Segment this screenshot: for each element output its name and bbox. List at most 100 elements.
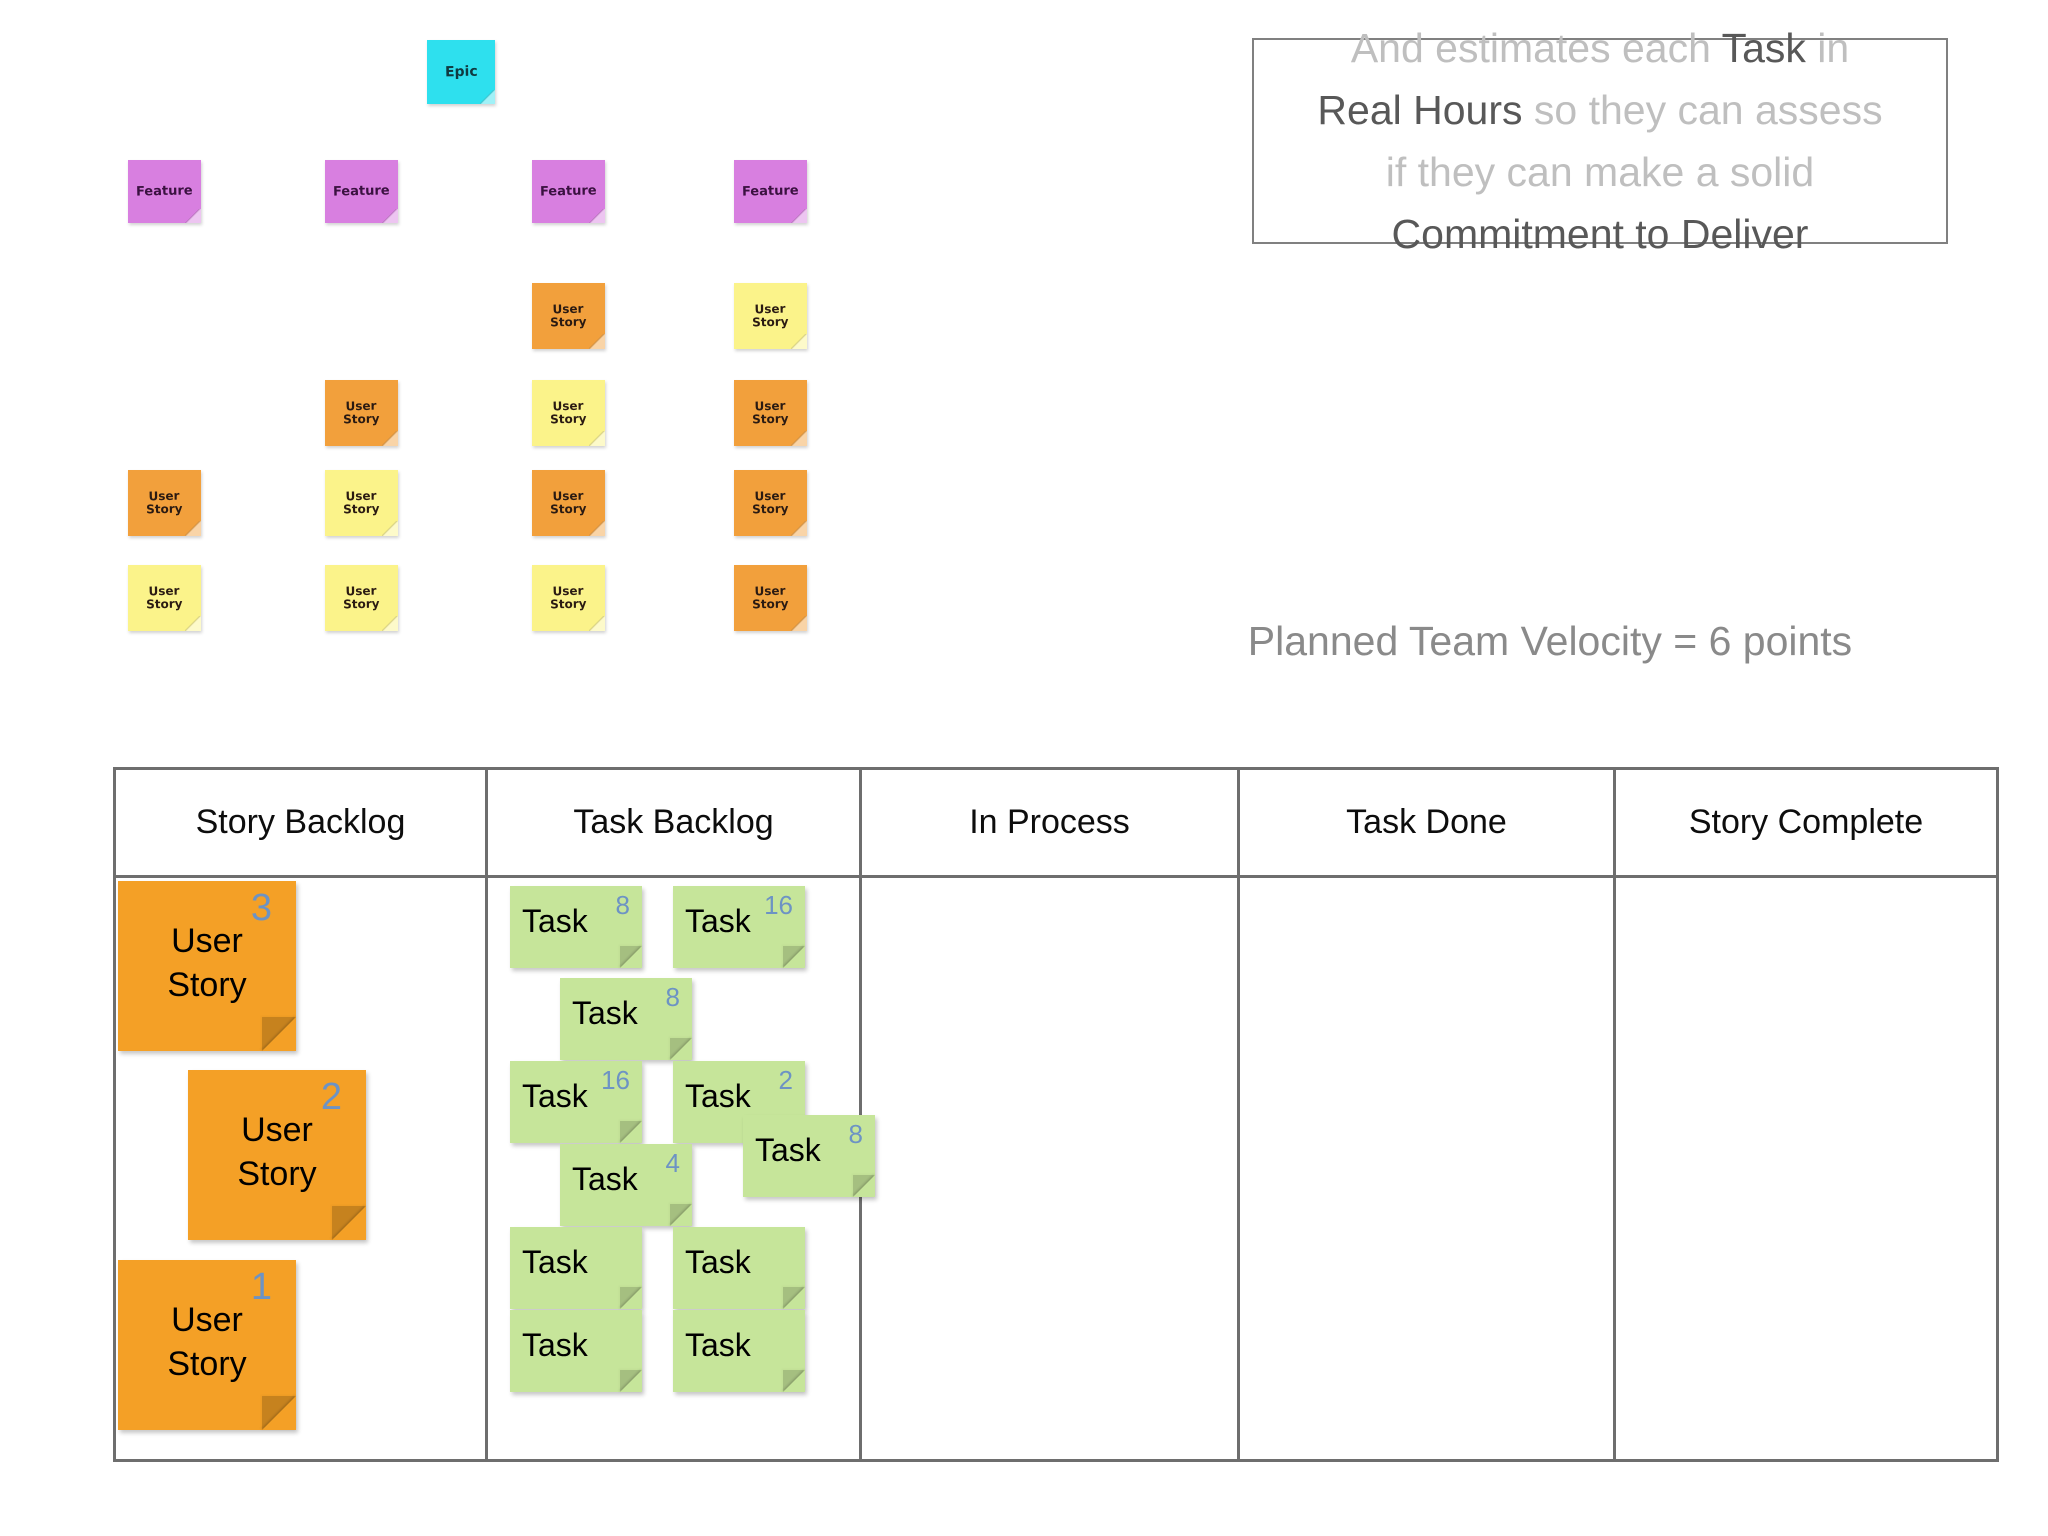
task-card-label: Task bbox=[755, 1132, 821, 1168]
sticky-user-story-6: User Story bbox=[128, 470, 201, 536]
planned-velocity-text: Planned Team Velocity = 6 points bbox=[1247, 618, 1853, 664]
sticky-epic-label: Epic bbox=[444, 63, 478, 80]
task-hours-badge: 16 bbox=[764, 890, 793, 920]
story-points-badge: 1 bbox=[250, 1266, 272, 1308]
callout-line-3: if they can make a solid bbox=[1386, 141, 1814, 203]
sticky-user-story-5: User Story bbox=[734, 380, 807, 446]
sticky-user-story-1: User Story bbox=[532, 283, 605, 349]
task-card[interactable]: Task 16 bbox=[673, 886, 805, 968]
task-card-label: Task bbox=[522, 1244, 588, 1280]
board-column-header-in-process: In Process bbox=[862, 770, 1237, 878]
board-column-body-task-done[interactable] bbox=[1240, 878, 1613, 1459]
task-card-label: Task bbox=[572, 1161, 638, 1197]
page-curl-icon bbox=[783, 946, 805, 968]
task-card-label: Task bbox=[685, 1327, 751, 1363]
sticky-user-story-13-label: User Story bbox=[752, 584, 789, 612]
task-hours-badge: 8 bbox=[848, 1119, 863, 1149]
sticky-user-story-9-label: User Story bbox=[752, 489, 789, 517]
sticky-user-story-7: User Story bbox=[325, 470, 398, 536]
callout-line-3-seg-1: if they can make a solid bbox=[1385, 149, 1815, 195]
sticky-user-story-3: User Story bbox=[325, 380, 398, 446]
sticky-user-story-3-label: User Story bbox=[343, 399, 380, 427]
page-curl-icon bbox=[620, 946, 642, 968]
callout-line-2: Real Hours so they can assess bbox=[1317, 79, 1882, 141]
sticky-user-story-8-label: User Story bbox=[550, 489, 587, 517]
task-card-label: Task bbox=[522, 903, 588, 939]
task-card[interactable]: Task bbox=[510, 1310, 642, 1392]
page-curl-icon bbox=[262, 1396, 296, 1430]
sticky-user-story-9: User Story bbox=[734, 470, 807, 536]
task-card[interactable]: Task 8 bbox=[743, 1115, 875, 1197]
board-column-body-story-complete[interactable] bbox=[1616, 878, 1996, 1459]
board-column-body-in-process[interactable] bbox=[862, 878, 1237, 1459]
sticky-feature-1: Feature bbox=[128, 160, 201, 223]
sticky-feature-2-label: Feature bbox=[333, 183, 390, 200]
task-card[interactable]: Task bbox=[510, 1227, 642, 1309]
sticky-feature-3-label: Feature bbox=[540, 183, 597, 200]
page-curl-icon bbox=[332, 1206, 366, 1240]
story-card-label: User Story bbox=[237, 1111, 317, 1193]
task-card[interactable]: Task bbox=[673, 1310, 805, 1392]
page-curl-icon bbox=[783, 1287, 805, 1309]
board-column-task-done[interactable]: Task Done bbox=[1240, 770, 1616, 1459]
callout-line-2-seg-2: so they can assess bbox=[1522, 87, 1883, 133]
sticky-feature-1-label: Feature bbox=[136, 183, 193, 200]
task-card[interactable]: Task 8 bbox=[510, 886, 642, 968]
sticky-user-story-11: User Story bbox=[325, 565, 398, 631]
callout-line-2-seg-1: Real Hours bbox=[1317, 87, 1523, 133]
page-curl-icon bbox=[620, 1370, 642, 1392]
sticky-user-story-2-label: User Story bbox=[752, 302, 789, 330]
callout-line-4-seg-1: Commitment to Deliver bbox=[1391, 211, 1809, 257]
sticky-user-story-8: User Story bbox=[532, 470, 605, 536]
page-curl-icon bbox=[670, 1038, 692, 1060]
task-hours-badge: 2 bbox=[778, 1065, 793, 1095]
task-hours-badge: 16 bbox=[601, 1065, 630, 1095]
task-hours-badge: 8 bbox=[665, 982, 680, 1012]
board-column-header-task-backlog: Task Backlog bbox=[488, 770, 859, 878]
sticky-user-story-12-label: User Story bbox=[550, 584, 587, 612]
task-card[interactable]: Task 8 bbox=[560, 978, 692, 1060]
task-card-label: Task bbox=[522, 1327, 588, 1363]
sticky-feature-4-label: Feature bbox=[742, 183, 799, 200]
callout-line-1-seg-2: Task bbox=[1721, 25, 1806, 71]
board-column-header-story-complete: Story Complete bbox=[1616, 770, 1996, 878]
sticky-user-story-12: User Story bbox=[532, 565, 605, 631]
task-card-label: Task bbox=[572, 995, 638, 1031]
sticky-user-story-6-label: User Story bbox=[146, 489, 183, 517]
story-points-badge: 2 bbox=[320, 1076, 342, 1118]
callout-line-1-seg-1: And estimates each bbox=[1350, 25, 1722, 71]
task-card-label: Task bbox=[685, 1244, 751, 1280]
sticky-user-story-4: User Story bbox=[532, 380, 605, 446]
sticky-user-story-5-label: User Story bbox=[752, 399, 789, 427]
story-card-label: User Story bbox=[167, 922, 247, 1004]
page-curl-icon bbox=[783, 1370, 805, 1392]
sticky-feature-2: Feature bbox=[325, 160, 398, 223]
page-curl-icon bbox=[620, 1287, 642, 1309]
sticky-user-story-10-label: User Story bbox=[146, 584, 183, 612]
board-column-in-process[interactable]: In Process bbox=[862, 770, 1240, 1459]
task-card[interactable]: Task bbox=[673, 1227, 805, 1309]
story-points-badge: 3 bbox=[250, 887, 272, 929]
callout-line-1: And estimates each Task in bbox=[1351, 17, 1849, 79]
sticky-user-story-2: User Story bbox=[734, 283, 807, 349]
board-column-story-complete[interactable]: Story Complete bbox=[1616, 770, 1996, 1459]
page-curl-icon bbox=[620, 1121, 642, 1143]
task-card-label: Task bbox=[685, 903, 751, 939]
task-hours-badge: 8 bbox=[615, 890, 630, 920]
story-card-label: User Story bbox=[167, 1301, 247, 1383]
sticky-epic: Epic bbox=[427, 40, 495, 104]
board-column-header-story-backlog: Story Backlog bbox=[116, 770, 485, 878]
page-curl-icon bbox=[670, 1204, 692, 1226]
